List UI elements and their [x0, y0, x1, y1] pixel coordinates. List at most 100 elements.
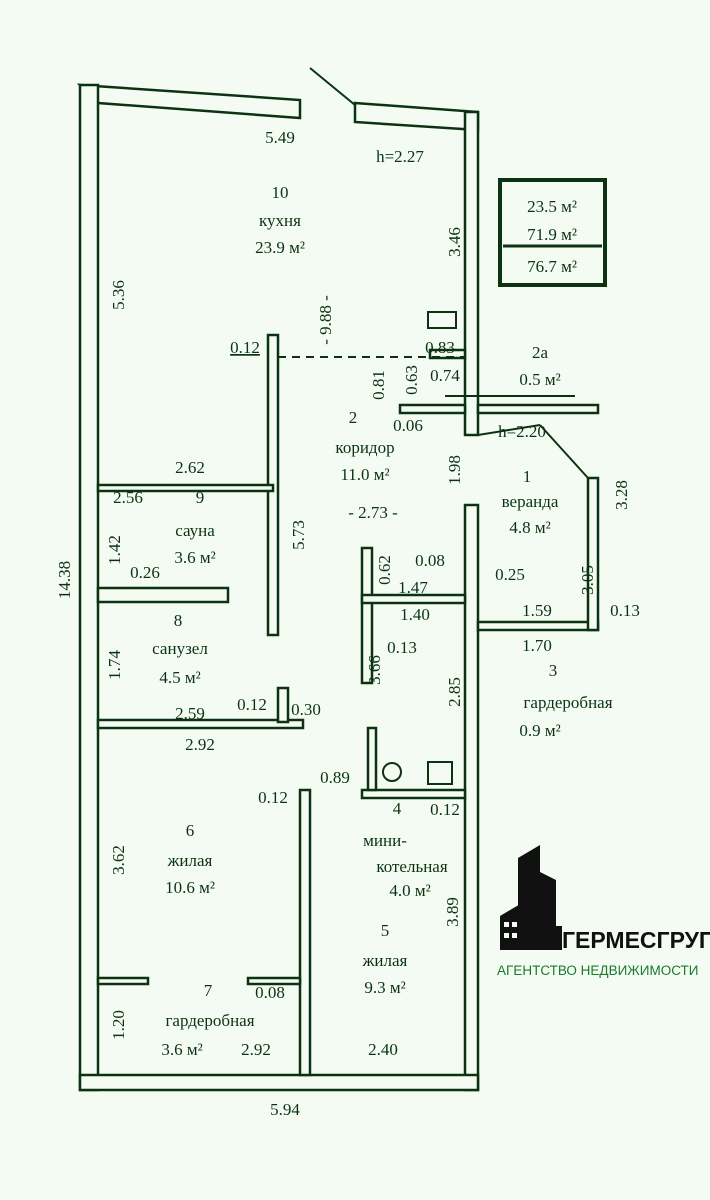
room-name: мини- [363, 831, 407, 850]
room-name: гардеробная [523, 693, 612, 712]
room-number: 2а [532, 343, 549, 362]
area-summary: 23.5 м² 71.9 м² 76.7 м² [498, 178, 607, 287]
dimension: 5.36 [109, 280, 128, 310]
room-corridor: 2 коридор 11.0 м² [335, 408, 394, 484]
boiler-icon [382, 762, 402, 782]
dimension: 3.46 [445, 227, 464, 257]
stove-icon [427, 311, 457, 329]
dimension: 0.12 [237, 695, 267, 714]
dimension: 0.63 [402, 365, 421, 395]
dimension: 0.26 [130, 563, 160, 582]
dimension: - 2.73 - [348, 503, 398, 522]
walls [76, 67, 600, 1092]
room-number: 4 [393, 799, 402, 818]
room-name: гардеробная [165, 1011, 254, 1030]
dimension: 2.40 [368, 1040, 398, 1059]
room-area: 11.0 м² [340, 465, 389, 484]
dimension: 0.83 [425, 338, 455, 357]
room-area: 3.6 м² [161, 1040, 202, 1059]
dimension: 3.66 [365, 655, 384, 685]
building-icon [500, 845, 562, 950]
logo-tagline: АГЕНТСТВО НЕДВИЖИМОСТИ [497, 963, 698, 978]
dimension: 0.13 [610, 601, 640, 620]
living-area: 23.5 м² [527, 197, 577, 216]
dimension: 0.08 [415, 551, 445, 570]
agency-logo: ГЕРМЕСГРУПП АГЕНТСТВО НЕДВИЖИМОСТИ [497, 845, 710, 978]
dimension: 0.12 [258, 788, 288, 807]
room-area: 4.8 м² [509, 518, 550, 537]
dimension: 2.56 [113, 488, 143, 507]
room-number: 5 [381, 921, 390, 940]
dimension: 0.25 [495, 565, 525, 584]
room-sauna: 9 сауна 3.6 м² [174, 488, 215, 567]
dimension: 1.20 [109, 1010, 128, 1040]
dimension: 1.74 [105, 650, 124, 680]
room-bedroom-5: 5 жилая 9.3 м² [362, 921, 408, 997]
dimension: 3.89 [443, 897, 462, 927]
dimension: 1.98 [445, 455, 464, 485]
room-wardrobe-7: 7 гардеробная 3.6 м² [161, 981, 254, 1059]
room-wardrobe-3: 3 гардеробная 0.9 м² [519, 661, 612, 740]
dimension: 0.12 [430, 800, 460, 819]
dimension: 2.92 [241, 1040, 271, 1059]
room-name: коридор [335, 438, 394, 457]
room-area: 9.3 м² [364, 978, 405, 997]
room-area: 4.5 м² [159, 668, 200, 687]
dimension: 3.28 [612, 480, 631, 510]
room-name-2: котельная [376, 857, 448, 876]
dimension: 1.47 [398, 578, 428, 597]
room-name: жилая [362, 951, 408, 970]
room-area: 0.9 м² [519, 721, 560, 740]
room-name: сауна [175, 521, 215, 540]
dimension: 3.05 [578, 565, 597, 595]
room-number: 8 [174, 611, 183, 630]
room-name: веранда [502, 492, 559, 511]
room-boiler: 4 мини- котельная 4.0 м² [363, 799, 448, 900]
room-area: 0.5 м² [519, 370, 560, 389]
ceiling-height-veranda: h=2.20 [498, 422, 546, 441]
room-number: 3 [549, 661, 558, 680]
dimension: 0.62 [375, 555, 394, 585]
dimension: 2.62 [175, 458, 205, 477]
logo-name: ГЕРМЕСГРУПП [562, 927, 710, 953]
dimension: 0.81 [369, 370, 388, 400]
dimensions: 5.49 3.46 5.36 - 9.88 - 0.12 0.83 0.81 0… [55, 128, 640, 1119]
room-number: 9 [196, 488, 205, 507]
dimension: 1.40 [400, 605, 430, 624]
dimension: 14.38 [55, 561, 74, 599]
total-area: 71.9 м² [527, 225, 577, 244]
dimension: 0.89 [320, 768, 350, 787]
dimension: 5.94 [270, 1100, 300, 1119]
dimension: 0.74 [430, 366, 460, 385]
dimension: 3.62 [109, 845, 128, 875]
dimension: - 9.88 - [316, 295, 335, 345]
room-number: 6 [186, 821, 195, 840]
area-with-veranda: 76.7 м² [527, 257, 577, 276]
dimension: 5.73 [289, 520, 308, 550]
room-name: кухня [259, 211, 301, 230]
dimension: 1.59 [522, 601, 552, 620]
room-bathroom: 8 санузел 4.5 м² [152, 611, 208, 687]
dimension: 2.85 [445, 677, 464, 707]
heater-icon [427, 761, 453, 785]
room-name: жилая [167, 851, 213, 870]
room-bedroom-6: 6 жилая 10.6 м² [165, 821, 215, 897]
dimension: 0.08 [255, 983, 285, 1002]
room-2a: 2а 0.5 м² [445, 343, 575, 397]
dimension: 1.70 [522, 636, 552, 655]
room-kitchen: 10 кухня 23.9 м² [255, 183, 305, 257]
dimension: 0.06 [393, 416, 423, 435]
room-area: 10.6 м² [165, 878, 215, 897]
dimension: 1.42 [105, 535, 124, 565]
room-number: 7 [204, 981, 213, 1000]
room-area: 23.9 м² [255, 238, 305, 257]
room-number: 2 [349, 408, 358, 427]
room-number: 10 [272, 183, 289, 202]
dimension: 0.12 [230, 338, 260, 357]
room-number: 1 [523, 467, 532, 486]
dimension: 5.49 [265, 128, 295, 147]
room-name: санузел [152, 639, 208, 658]
room-area: 4.0 м² [389, 881, 430, 900]
room-veranda: 1 веранда 4.8 м² [502, 467, 559, 537]
